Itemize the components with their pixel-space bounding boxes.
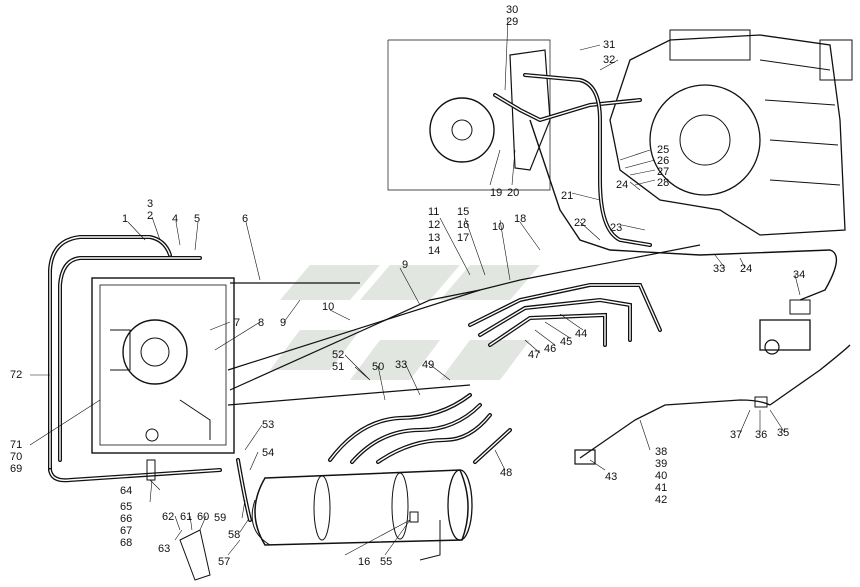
callout-16b: 16 <box>358 556 370 568</box>
callout-65: 65 <box>120 501 132 513</box>
hose-lines <box>48 73 851 522</box>
callout-22: 22 <box>574 217 586 229</box>
callout-51: 51 <box>332 361 344 373</box>
callout-71: 71 <box>10 439 22 451</box>
callout-14: 14 <box>428 245 440 257</box>
callout-72: 72 <box>10 369 22 381</box>
callout-35: 35 <box>777 427 789 439</box>
callout-23: 23 <box>610 222 622 234</box>
callout-28: 28 <box>657 177 669 189</box>
callout-27: 27 <box>657 166 669 178</box>
callout-62: 62 <box>162 511 174 523</box>
callout-6: 6 <box>242 213 248 225</box>
callout-48: 48 <box>500 467 512 479</box>
callout-20: 20 <box>507 187 519 199</box>
callout-44: 44 <box>575 328 587 340</box>
callout-58: 58 <box>228 529 240 541</box>
callout-67: 67 <box>120 525 132 537</box>
callout-47: 47 <box>528 349 540 361</box>
callout-32: 32 <box>603 54 615 66</box>
callout-11: 11 <box>428 206 439 218</box>
callout-66: 66 <box>120 513 132 525</box>
callout-38: 38 <box>655 446 667 458</box>
callout-70: 70 <box>10 451 22 463</box>
leader-lines <box>29 17 801 556</box>
callout-39: 39 <box>655 458 667 470</box>
callout-69: 69 <box>10 463 22 475</box>
callout-46: 46 <box>544 343 556 355</box>
callout-60: 60 <box>197 511 209 523</box>
callout-33a: 33 <box>395 359 407 371</box>
callout-40: 40 <box>655 470 667 482</box>
callout-54: 54 <box>262 447 274 459</box>
callout-10b: 10 <box>492 221 504 233</box>
callout-29: 29 <box>506 16 518 28</box>
callout-30: 30 <box>506 4 518 16</box>
callout-37: 37 <box>730 429 742 441</box>
callout-43: 43 <box>605 471 617 483</box>
callout-63: 63 <box>158 543 170 555</box>
callout-16a: 16 <box>457 219 469 231</box>
callout-15: 15 <box>457 206 469 218</box>
callout-18: 18 <box>514 213 526 225</box>
callout-13: 13 <box>428 232 440 244</box>
callout-59: 59 <box>214 512 226 524</box>
watermark <box>270 265 540 380</box>
callout-41: 41 <box>655 482 667 494</box>
callout-36: 36 <box>755 429 767 441</box>
callout-9a: 9 <box>280 317 286 329</box>
callout-10a: 10 <box>322 301 334 313</box>
callout-31: 31 <box>603 39 615 51</box>
callout-labels: 1 2 3 4 5 6 7 8 9 9 10 10 11 12 13 14 15… <box>10 4 805 568</box>
callout-19: 19 <box>490 187 502 199</box>
callout-33b: 33 <box>713 263 725 275</box>
callout-5: 5 <box>194 213 200 225</box>
radiator-frame <box>91 277 235 454</box>
callout-64: 64 <box>120 485 132 497</box>
callout-25: 25 <box>657 144 669 156</box>
inset-panel <box>387 39 551 191</box>
callout-24a: 24 <box>616 179 628 191</box>
callout-12: 12 <box>428 219 440 231</box>
callout-50: 50 <box>372 361 384 373</box>
callout-24b: 24 <box>740 263 752 275</box>
callout-34: 34 <box>793 269 805 281</box>
callout-21: 21 <box>561 190 573 202</box>
callout-45: 45 <box>560 336 572 348</box>
callout-42: 42 <box>655 494 667 506</box>
callout-26: 26 <box>657 155 669 167</box>
callout-61: 61 <box>180 511 192 523</box>
callout-55: 55 <box>380 556 392 568</box>
callout-9b: 9 <box>402 259 408 271</box>
callout-52: 52 <box>332 349 344 361</box>
callout-8: 8 <box>258 317 264 329</box>
callout-68: 68 <box>120 537 132 549</box>
callout-17: 17 <box>457 232 469 244</box>
callout-3: 3 <box>147 198 153 210</box>
callout-57: 57 <box>218 556 230 568</box>
air-reservoir <box>251 469 473 561</box>
engine-block <box>609 29 853 236</box>
callout-1: 1 <box>122 213 128 225</box>
callout-7: 7 <box>234 317 240 329</box>
callout-49: 49 <box>422 359 434 371</box>
callout-4: 4 <box>172 213 178 225</box>
fittings <box>146 299 811 581</box>
callout-53: 53 <box>262 419 274 431</box>
callout-2: 2 <box>147 210 153 222</box>
